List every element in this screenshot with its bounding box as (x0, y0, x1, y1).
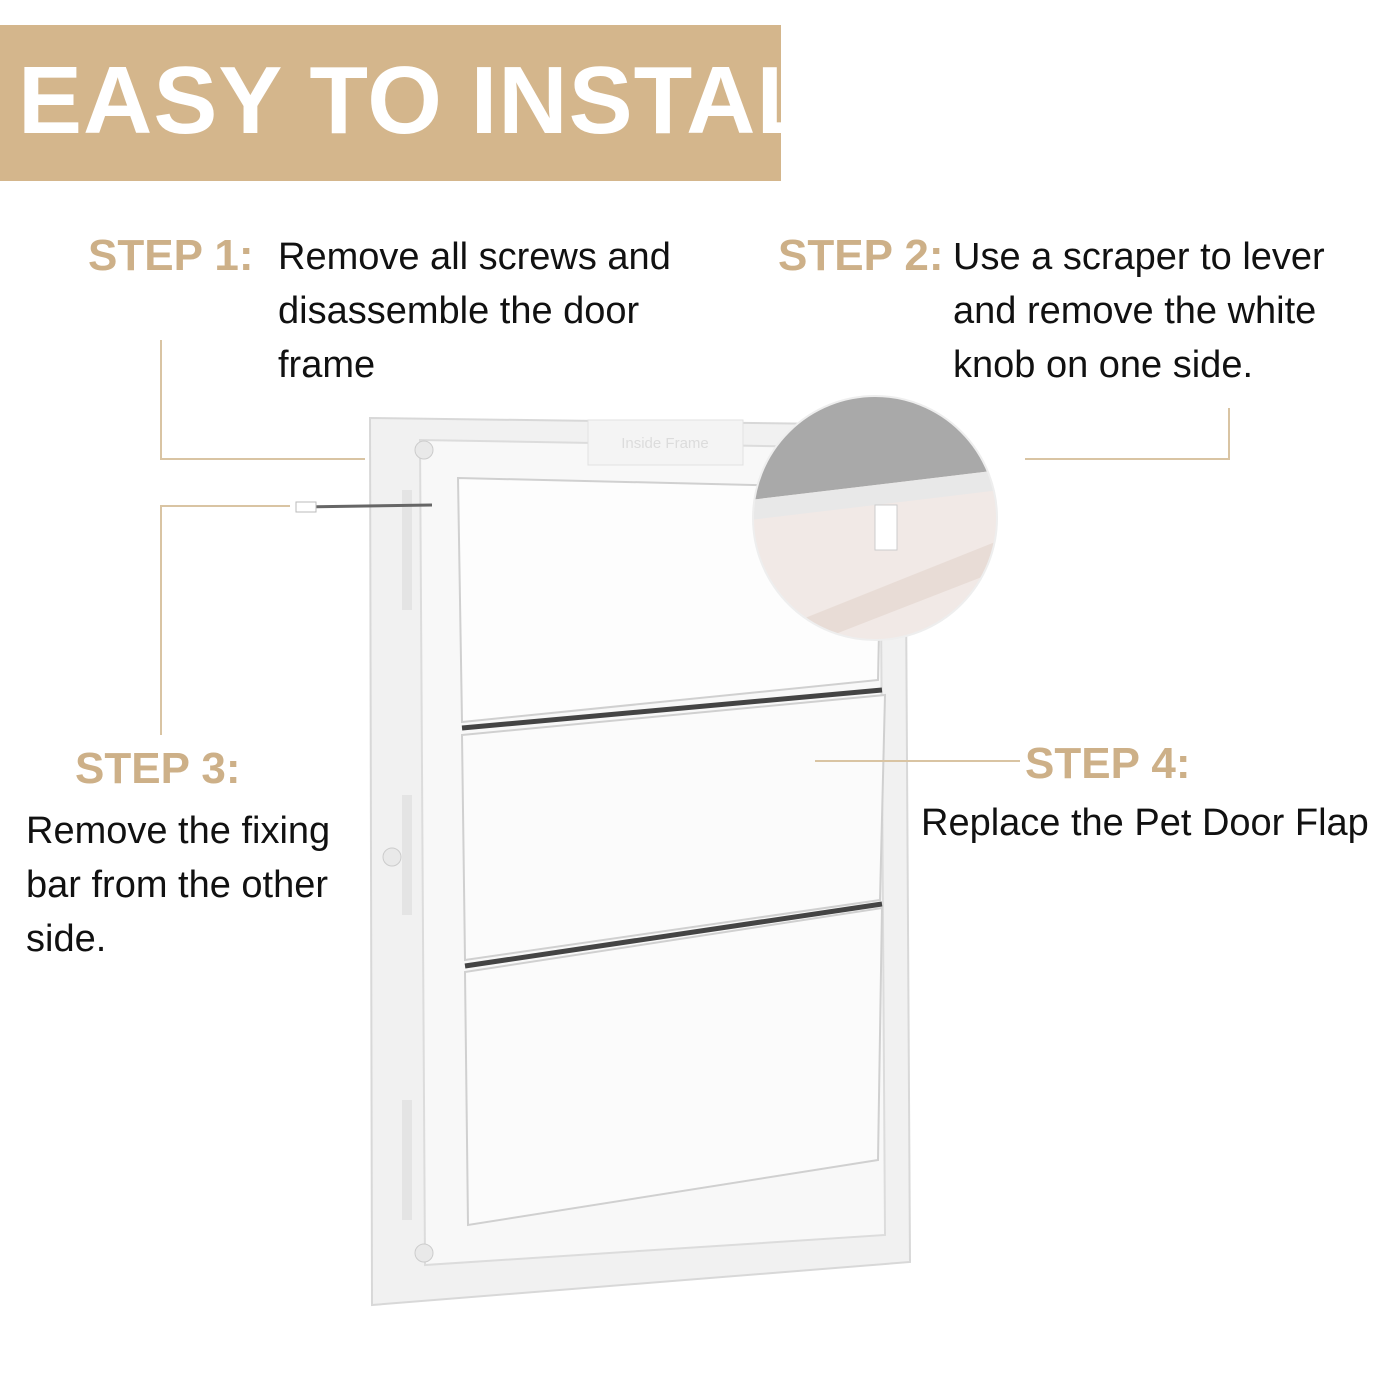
step2-leader-h (1025, 458, 1230, 460)
step4-label: STEP 4: (1025, 739, 1191, 788)
step4-leader-h (815, 760, 1020, 762)
flap-middle (460, 693, 887, 962)
frame-emboss-text: Inside Frame (621, 435, 709, 452)
step2-leader-v (1228, 408, 1230, 460)
flap-bottom (463, 906, 884, 1227)
step1-leader-v (160, 340, 162, 460)
step1-label: STEP 1: (88, 231, 254, 280)
title-banner: EASY TO INSTALL (0, 25, 781, 181)
fixing-bar (299, 503, 433, 509)
step2-text: Use a scraper to lever and remove the wh… (953, 236, 1325, 386)
white-knob (874, 504, 898, 551)
step4-text: Replace the Pet Door Flap (921, 802, 1369, 844)
step2-label: STEP 2: (778, 231, 944, 280)
knob-detail-inset (753, 396, 997, 640)
step3-label: STEP 3: (75, 744, 241, 793)
step1-leader-h (160, 458, 365, 460)
step3-leader-v (160, 505, 162, 735)
step3-leader-h (160, 505, 290, 507)
step3-text: Remove the fixing bar from the other sid… (26, 810, 331, 960)
banner-title: EASY TO INSTALL (18, 47, 781, 154)
step1-text: Remove all screws and disassemble the do… (278, 236, 671, 386)
